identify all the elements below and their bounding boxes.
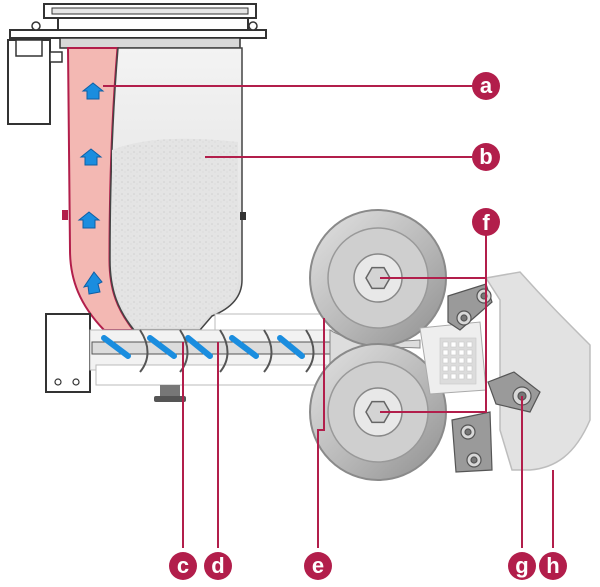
barrel-base: [95, 364, 327, 386]
drive-box: [45, 313, 91, 393]
hopper-bracket: [240, 212, 246, 220]
label-b: b: [472, 143, 500, 171]
hex-bolt-icon: [365, 400, 391, 424]
support-foot: [154, 385, 186, 402]
svg-text:h: h: [546, 553, 559, 578]
svg-text:f: f: [482, 210, 490, 235]
granulator-screen: [439, 337, 477, 385]
hex-bolt-icon: [365, 266, 391, 290]
label-a: a: [472, 72, 500, 100]
label-g: g: [508, 552, 536, 580]
hopper-lid: [9, 3, 267, 49]
label-h: h: [539, 552, 567, 580]
svg-text:e: e: [312, 553, 324, 578]
label-e: e: [304, 552, 332, 580]
jacket-port: [62, 210, 68, 220]
label-f: f: [472, 208, 500, 236]
svg-text:g: g: [515, 553, 528, 578]
svg-text:a: a: [480, 73, 493, 98]
svg-text:b: b: [479, 144, 492, 169]
label-d: d: [204, 552, 232, 580]
svg-text:d: d: [211, 553, 224, 578]
leader-lines: [103, 85, 554, 548]
motor-box: [7, 39, 63, 125]
barrel-top-rail: [214, 313, 336, 331]
crusher-housing: [484, 271, 591, 471]
powder-material: [112, 138, 238, 328]
svg-text:c: c: [177, 553, 189, 578]
lower-roll: [309, 343, 447, 481]
label-c: c: [169, 552, 197, 580]
